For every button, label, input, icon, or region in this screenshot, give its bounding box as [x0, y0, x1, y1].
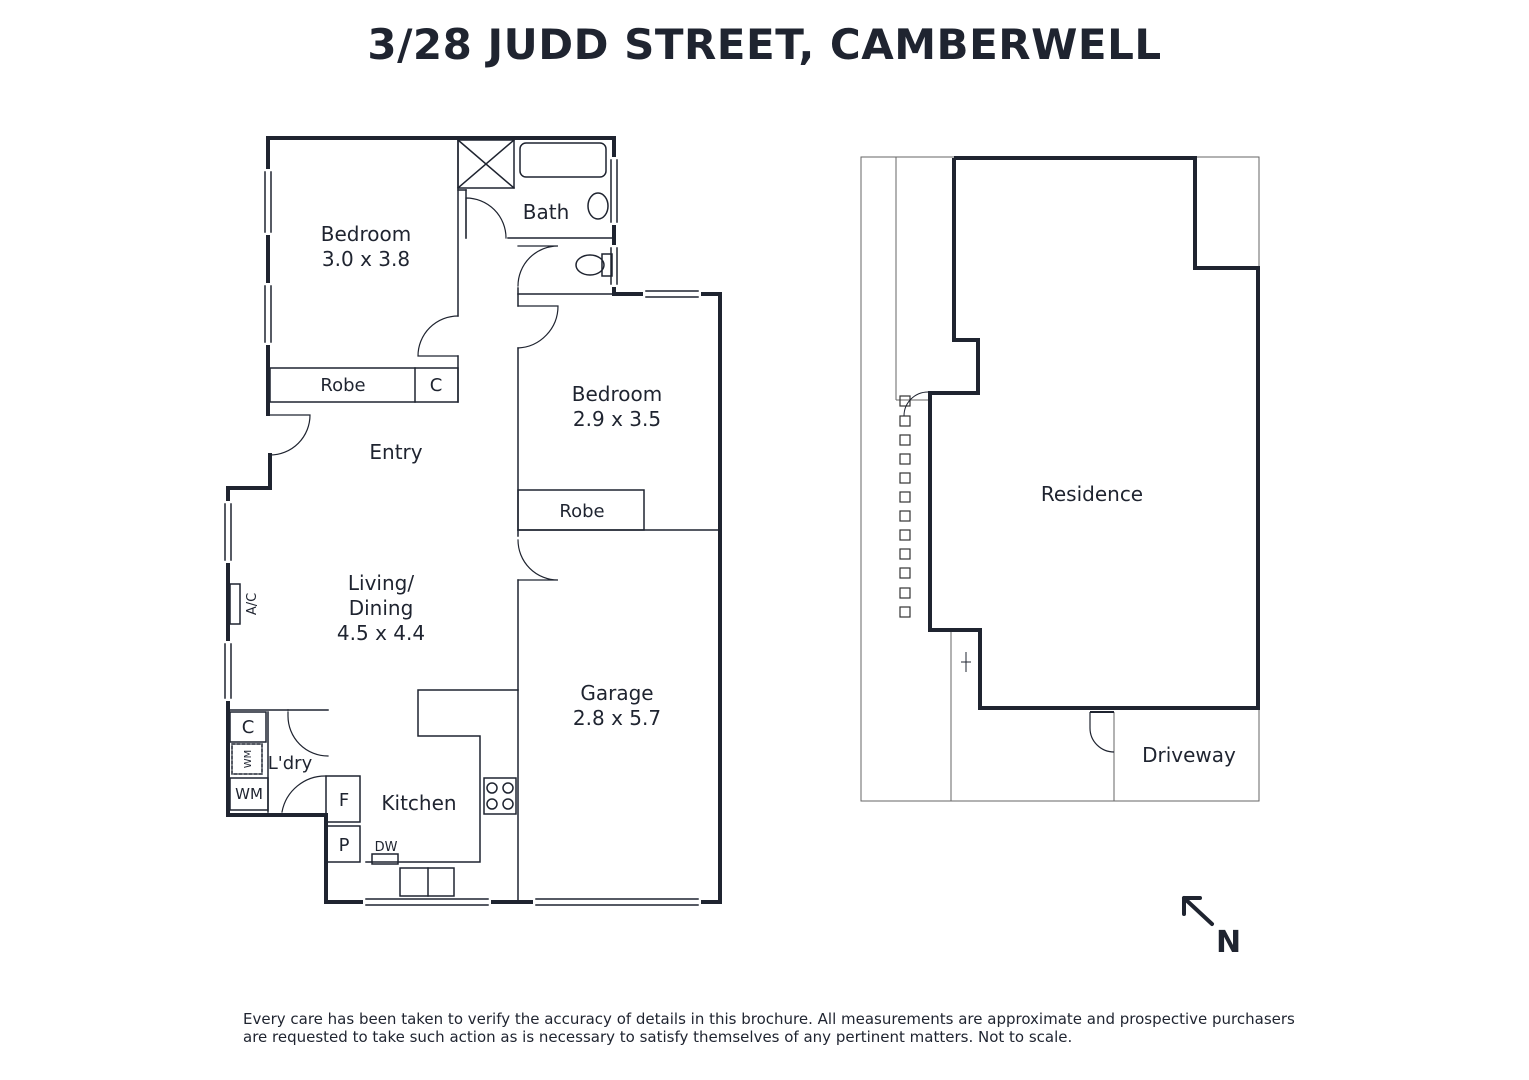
residence-outline	[928, 156, 1260, 710]
robe1-label: Robe	[320, 375, 365, 396]
north-arrow-icon	[1182, 896, 1214, 926]
entry-label: Entry	[369, 440, 422, 464]
bath-label: Bath	[523, 200, 570, 224]
north-label: N	[1216, 925, 1242, 960]
fridge-label: F	[339, 790, 349, 811]
living-label-line2: Dining	[349, 596, 414, 620]
garage-size: 2.8 x 5.7	[573, 706, 661, 730]
living-label-line1: Living/	[348, 571, 414, 595]
outer-wall-main	[226, 136, 722, 904]
bedroom2-label: Bedroom	[572, 382, 662, 406]
pantry-label: P	[339, 835, 350, 856]
driveway-label: Driveway	[1142, 743, 1236, 767]
site-plan-labels: Residence Driveway	[1041, 482, 1236, 767]
disclaimer: Every care has been taken to verify the …	[243, 1010, 1323, 1046]
disclaimer-line-1: Every care has been taken to verify the …	[243, 1010, 1295, 1028]
robe2-label: Robe	[559, 501, 604, 522]
disclaimer-line-2: are requested to take such action as is …	[243, 1028, 1073, 1046]
closet1-label: C	[430, 375, 443, 396]
garage-label: Garage	[580, 681, 653, 705]
living-size: 4.5 x 4.4	[337, 621, 425, 645]
residence-label: Residence	[1041, 482, 1143, 506]
ac-label: A/C	[245, 593, 260, 615]
wm-label: WM	[235, 785, 263, 803]
kitchen-label: Kitchen	[381, 791, 456, 815]
dishwasher-label: DW	[375, 840, 398, 855]
site-plan	[860, 156, 1260, 802]
bedroom1-label: Bedroom	[321, 222, 411, 246]
laundry-label: L'dry	[268, 753, 313, 774]
closet2-label: C	[242, 717, 255, 738]
page-title: 3/28 JUDD STREET, CAMBERWELL	[367, 20, 1162, 69]
floor-plan-labels: Bedroom 3.0 x 3.8 Bath Robe C Entry Bedr…	[235, 200, 662, 856]
wm-small-label: WM	[243, 750, 254, 769]
bedroom1-size: 3.0 x 3.8	[322, 247, 410, 271]
bedroom2-size: 2.9 x 3.5	[573, 407, 661, 431]
floor-plan	[224, 136, 722, 906]
